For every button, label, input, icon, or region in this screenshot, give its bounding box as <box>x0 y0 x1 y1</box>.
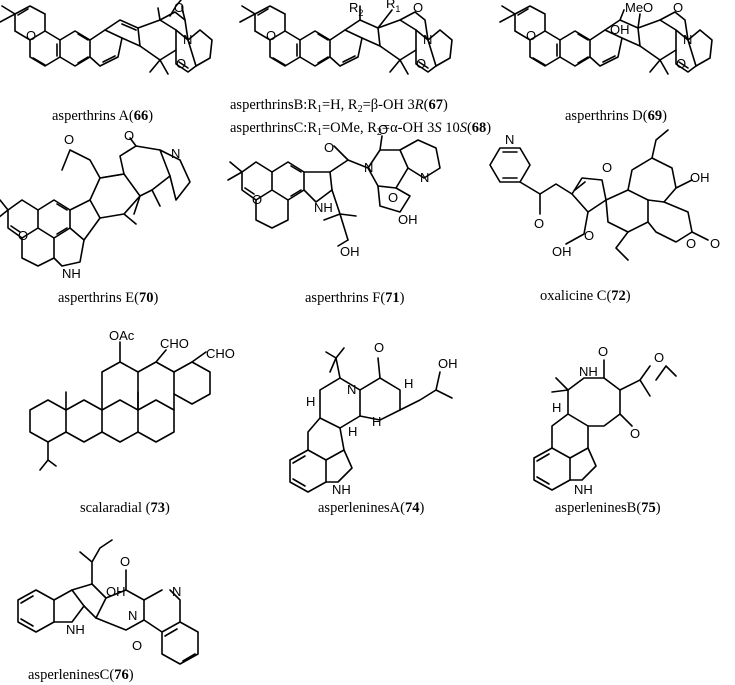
atom-label: N <box>683 32 692 47</box>
atom-label: O <box>18 228 28 243</box>
atom-label: O <box>176 56 186 71</box>
atom-label: N <box>171 146 180 161</box>
atom-label: H <box>404 376 413 391</box>
atom-label: O <box>526 28 536 43</box>
atom-label: O <box>416 56 426 71</box>
label-74: asperleninesA(74) <box>318 500 424 516</box>
atom-label: R2 <box>349 0 363 18</box>
atom-label: O <box>374 340 384 355</box>
structure-asperlenines-b: NH NH O O O H <box>533 344 677 497</box>
atom-label: O <box>534 216 544 231</box>
atom-label: O <box>124 128 134 143</box>
structure-asperlenines-c: NH O OH N N O <box>17 539 199 665</box>
atom-label: N <box>505 132 514 147</box>
atom-label: O <box>388 190 398 205</box>
atom-label: O <box>120 554 130 569</box>
atom-label: O <box>174 0 184 15</box>
atom-label: O <box>584 228 594 243</box>
label-69: asperthrins D(69) <box>565 108 667 124</box>
label-76: asperleninesC(76) <box>28 667 134 683</box>
atom-label: N <box>423 32 432 47</box>
label-68: asperthrinsC:R1=OMe, R2=α-OH 3S 10S(68) <box>230 120 491 138</box>
atom-label: R1 <box>386 0 400 14</box>
structure-asperthrins-d: O OH MeO O N O <box>499 0 713 75</box>
atom-label: N <box>347 382 356 397</box>
atom-label: N <box>172 584 181 599</box>
atom-label: O <box>64 132 74 147</box>
atom-label: O <box>673 0 683 15</box>
atom-label: H <box>348 424 357 439</box>
structure-asperthrins-e: O NH O O N <box>0 128 191 281</box>
structure-oxalicine-c: N O O OH O OH O O <box>489 129 720 261</box>
atom-label: OAc <box>109 328 135 343</box>
atom-label: OH <box>552 244 572 259</box>
atom-label: N <box>128 608 137 623</box>
atom-label: OH <box>610 22 630 37</box>
atom-label: O <box>602 160 612 175</box>
atom-label: O <box>598 344 608 359</box>
atom-label: OH <box>438 356 458 371</box>
atom-label: O <box>413 0 423 15</box>
atom-label: OH <box>340 244 360 259</box>
structure-scalaradial: OAc CHO CHO <box>29 328 235 471</box>
atom-label: O <box>252 192 262 207</box>
atom-label: O <box>378 122 388 137</box>
structure-asperthrins-f: O NH O O N N OH O OH <box>227 122 441 259</box>
atom-label: O <box>26 28 36 43</box>
atom-label: CHO <box>160 336 189 351</box>
atom-label: O <box>676 56 686 71</box>
atom-label: N <box>364 160 373 175</box>
atom-label: CHO <box>206 346 235 361</box>
structure-asperthrins-b-c: O R2 R1 O N O <box>239 0 453 75</box>
atom-label: NH <box>314 200 333 215</box>
atom-label: OH <box>690 170 710 185</box>
atom-label: O <box>132 638 142 653</box>
atom-label: OH <box>398 212 418 227</box>
atom-label: MeO <box>625 0 653 15</box>
label-71: asperthrins F(71) <box>305 290 405 306</box>
atom-label: O <box>266 28 276 43</box>
atom-label: O <box>630 426 640 441</box>
label-75: asperleninesB(75) <box>555 500 661 516</box>
atom-label: N <box>183 32 192 47</box>
label-66: asperthrins A(66) <box>52 108 153 124</box>
atom-label: NH <box>574 482 593 497</box>
atom-label: NH <box>332 482 351 497</box>
atom-label: NH <box>62 266 81 281</box>
atom-label: OH <box>106 584 126 599</box>
label-67: asperthrinsB:R1=H, R2=β-OH 3R(67) <box>230 97 448 115</box>
atom-label: O <box>710 236 720 251</box>
atom-label: N <box>420 170 429 185</box>
atom-label: H <box>372 414 381 429</box>
atom-label: H <box>306 394 315 409</box>
atom-label: NH <box>66 622 85 637</box>
atom-label: O <box>324 140 334 155</box>
atom-label: H <box>552 400 561 415</box>
atom-label: NH <box>579 364 598 379</box>
label-70: asperthrins E(70) <box>58 290 158 306</box>
atom-label: O <box>686 236 696 251</box>
label-72: oxalicine C(72) <box>540 288 631 304</box>
structure-asperlenines-a: NH N O OH H H H H <box>289 340 458 497</box>
structure-asperthrins-a: O O N O <box>0 0 213 75</box>
atom-label: O <box>654 350 664 365</box>
label-73: scalaradial (73) <box>80 500 170 516</box>
